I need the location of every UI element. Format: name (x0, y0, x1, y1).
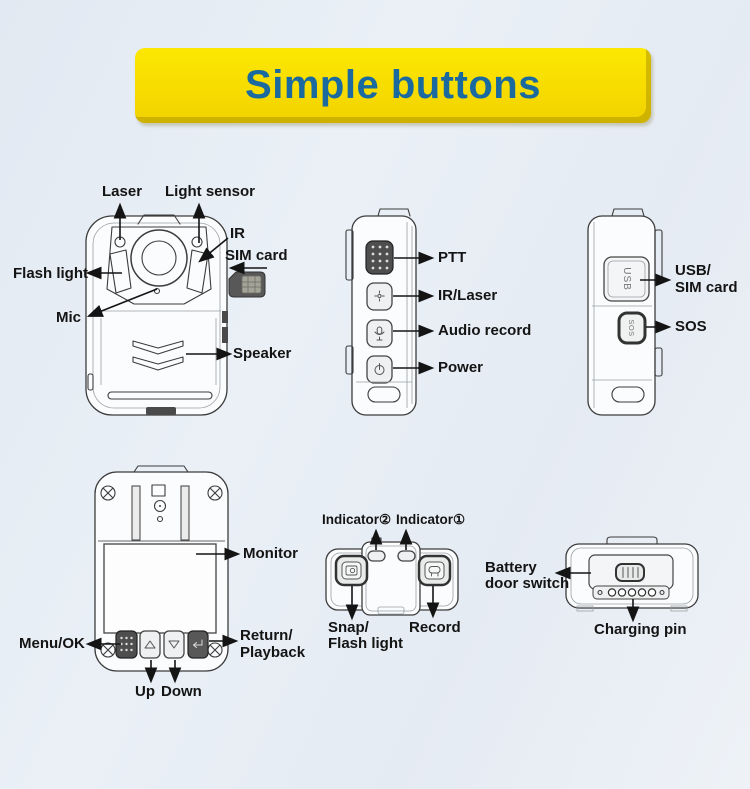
sim-card-graphic (228, 271, 266, 298)
label-laser: Laser (102, 183, 143, 200)
label-usb-sim-line2: SIM card (675, 279, 738, 296)
up-button (139, 630, 161, 659)
mic-hole (153, 287, 161, 295)
label-down: Down (161, 683, 202, 700)
label-indicator-2: Indicator② (322, 512, 392, 527)
label-return-line2: Playback (240, 644, 306, 661)
label-mic: Mic (56, 309, 82, 326)
page-title: Simple buttons (245, 63, 541, 107)
back-view-diagram (94, 465, 229, 672)
monitor-screen (103, 543, 217, 634)
label-snap-line1: Snap/ (328, 619, 369, 636)
indicator-2-led (367, 550, 386, 562)
ir-window (186, 249, 209, 294)
label-battery-line1: Battery (485, 559, 537, 576)
ir-laser-button (366, 282, 393, 311)
label-power: Power (438, 359, 484, 376)
battery-door-latch (615, 563, 645, 582)
label-light-sensor: Light sensor (165, 183, 256, 200)
callout-arrows (85, 202, 672, 684)
bottom-view-diagram (565, 536, 699, 612)
usb-sim-door (603, 256, 650, 302)
flash-light-window (109, 249, 132, 294)
label-snap-line2: Flash light (328, 635, 403, 652)
arrow-mic (86, 288, 158, 317)
label-up: Up (135, 683, 155, 700)
label-speaker: Speaker (233, 345, 292, 362)
label-indicator-1: Indicator① (396, 512, 466, 527)
label-ptt: PTT (438, 249, 467, 266)
label-return-line1: Return/ (240, 627, 293, 644)
right-side-view-diagram: USB SOS (587, 208, 663, 416)
light-sensor-window (191, 236, 203, 248)
label-audio-record: Audio record (438, 322, 532, 339)
label-battery-line2: door switch (485, 575, 570, 592)
front-view-diagram (85, 214, 228, 416)
label-usb-sim-line1: USB/ (675, 262, 711, 279)
label-flash-light: Flash light (13, 265, 88, 282)
usb-engraving: USB (621, 267, 632, 291)
sos-button (617, 311, 647, 345)
label-charging-pin: Charging pin (594, 621, 687, 638)
label-ir-laser: IR/Laser (438, 287, 498, 304)
down-button (163, 630, 185, 659)
speaker-grille (132, 340, 184, 355)
label-sim-card: SIM card (225, 247, 288, 264)
ptt-button (365, 240, 394, 275)
label-record: Record (409, 619, 461, 636)
label-monitor: Monitor (243, 545, 298, 562)
title-banner: Simple buttons (135, 48, 651, 123)
top-view-diagram (325, 537, 459, 616)
label-ir: IR (230, 225, 245, 242)
camera-lens (141, 240, 177, 276)
sos-engraving: SOS (627, 319, 636, 336)
side-view-diagram (345, 208, 417, 416)
label-menu-ok: Menu/OK (19, 635, 85, 652)
label-sos: SOS (675, 318, 707, 335)
indicator-1-led (397, 550, 416, 562)
arrow-ir (198, 237, 229, 263)
